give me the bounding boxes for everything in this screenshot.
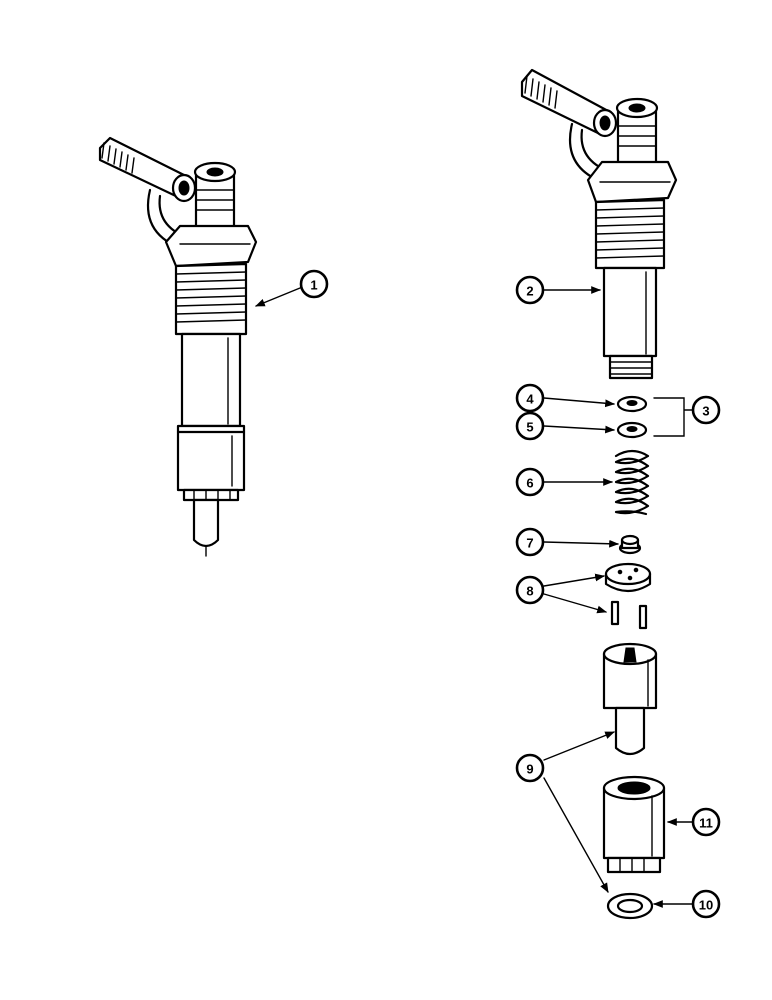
dowel-pins <box>610 600 648 630</box>
assembled-injector <box>98 136 258 557</box>
injector-body <box>520 68 678 380</box>
svg-text:10: 10 <box>699 898 713 913</box>
callout-2: 2 <box>515 275 545 305</box>
callout-5: 5 <box>515 411 545 441</box>
shim-lower <box>616 421 648 439</box>
callout-6: 6 <box>515 467 545 497</box>
nozzle <box>602 642 658 756</box>
callout-3: 3 <box>691 395 721 425</box>
svg-text:11: 11 <box>699 816 713 831</box>
nozzle-nut <box>602 775 666 874</box>
svg-text:6: 6 <box>526 476 533 491</box>
callout-10: 10 <box>691 889 721 919</box>
callout-4: 4 <box>515 383 545 413</box>
svg-text:4: 4 <box>526 392 534 407</box>
spring-seat <box>618 534 642 555</box>
callout-7: 7 <box>515 527 545 557</box>
callout-1: 1 <box>299 269 329 299</box>
callout-11: 11 <box>691 807 721 837</box>
svg-text:7: 7 <box>526 536 533 551</box>
svg-text:5: 5 <box>526 420 533 435</box>
svg-text:2: 2 <box>526 284 533 299</box>
svg-text:3: 3 <box>702 404 709 419</box>
shim-upper <box>616 395 648 413</box>
callout-9: 9 <box>515 753 545 783</box>
svg-text:8: 8 <box>526 584 533 599</box>
spacer-plate <box>604 562 652 593</box>
callout-8: 8 <box>515 575 545 605</box>
svg-text:9: 9 <box>526 762 533 777</box>
leader-lines <box>255 286 695 908</box>
washer <box>606 892 654 920</box>
svg-text:1: 1 <box>310 278 317 293</box>
spring <box>614 449 650 516</box>
